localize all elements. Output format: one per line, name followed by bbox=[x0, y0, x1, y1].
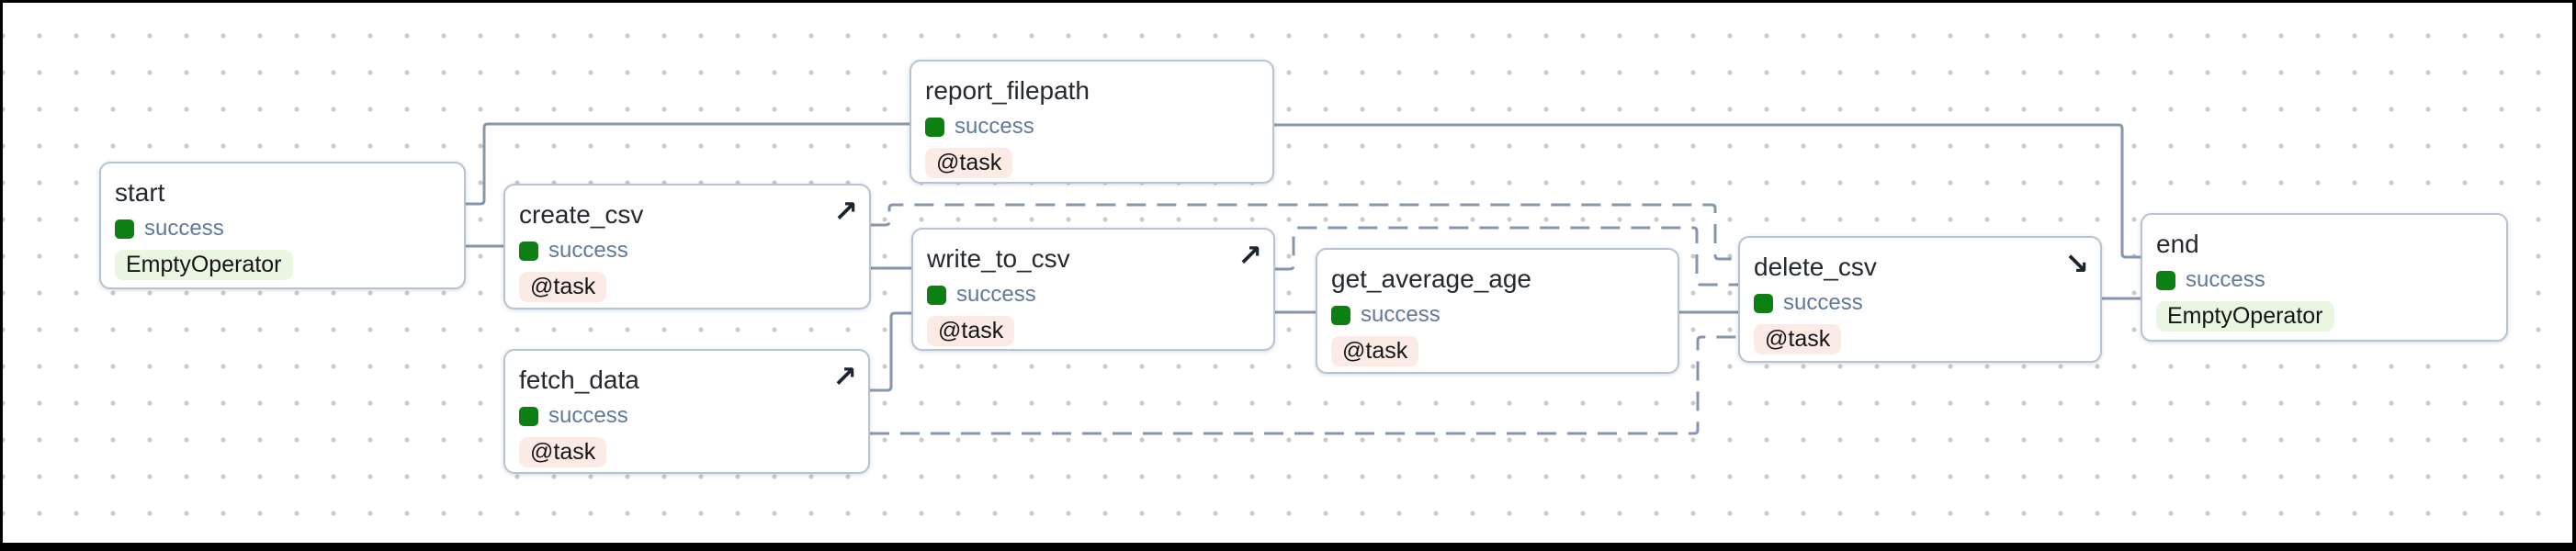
status-label: success bbox=[2186, 267, 2265, 292]
setup-arrow-icon: ↗ bbox=[1237, 238, 1262, 273]
edge-start-to-report_filepath bbox=[466, 122, 910, 206]
status-success-icon bbox=[519, 241, 538, 261]
task-decorator-badge: @task bbox=[1754, 324, 1842, 354]
task-title: get_average_age bbox=[1331, 264, 1531, 293]
task-decorator-badge: @task bbox=[519, 272, 607, 302]
status-success-icon bbox=[1331, 305, 1350, 325]
task-status-row: success bbox=[2156, 267, 2493, 293]
status-success-icon bbox=[925, 117, 944, 137]
task-status-row: success bbox=[1754, 290, 2087, 316]
status-success-icon bbox=[115, 219, 134, 239]
task-status-row: success bbox=[115, 216, 451, 242]
edge-fetch_data-to-write_to_csv bbox=[870, 311, 911, 392]
operator-badge: EmptyOperator bbox=[115, 250, 293, 280]
status-success-icon bbox=[2156, 270, 2175, 290]
task-status-row: success bbox=[1331, 302, 1665, 328]
task-decorator-badge: @task bbox=[927, 316, 1015, 346]
status-label: success bbox=[548, 238, 628, 263]
edge-fetch_data-to-delete_csv bbox=[870, 335, 1738, 435]
status-label: success bbox=[1361, 302, 1441, 327]
status-label: success bbox=[955, 114, 1034, 139]
task-title: write_to_csv bbox=[927, 244, 1070, 273]
status-label: success bbox=[1783, 290, 1863, 315]
task-status-row: success bbox=[927, 282, 1260, 308]
teardown-arrow-icon: ↘ bbox=[2064, 246, 2089, 281]
status-label: success bbox=[144, 216, 224, 241]
status-success-icon bbox=[519, 406, 538, 426]
task-title: create_csv bbox=[519, 200, 644, 229]
status-success-icon bbox=[1754, 293, 1773, 313]
task-status-row: success bbox=[519, 403, 855, 429]
task-decorator-badge: @task bbox=[1331, 336, 1419, 366]
task-decorator-badge: @task bbox=[519, 437, 607, 467]
setup-arrow-icon: ↗ bbox=[833, 194, 858, 229]
status-label: success bbox=[548, 403, 628, 428]
task-status-row: success bbox=[519, 238, 856, 264]
setup-arrow-icon: ↗ bbox=[832, 359, 857, 394]
task-title: start bbox=[115, 178, 165, 207]
edge-write_to_csv-to-delete_csv bbox=[1275, 226, 1738, 287]
window-border-top bbox=[0, 0, 2576, 3]
operator-badge: EmptyOperator bbox=[2156, 301, 2334, 332]
status-success-icon bbox=[927, 285, 946, 305]
task-status-row: success bbox=[925, 114, 1260, 140]
task-title: end bbox=[2156, 230, 2199, 258]
status-label: success bbox=[956, 282, 1036, 307]
task-decorator-badge: @task bbox=[925, 148, 1013, 178]
edge-report_filepath-to-end bbox=[1274, 123, 2141, 259]
task-title: delete_csv bbox=[1754, 253, 1877, 281]
task-title: fetch_data bbox=[519, 365, 639, 394]
window-border-bottom bbox=[0, 543, 2576, 551]
window-border-right bbox=[2572, 0, 2576, 551]
window-border-left bbox=[0, 0, 3, 551]
edge-create_csv-to-delete_csv bbox=[871, 203, 1738, 261]
task-title: report_filepath bbox=[925, 76, 1090, 105]
